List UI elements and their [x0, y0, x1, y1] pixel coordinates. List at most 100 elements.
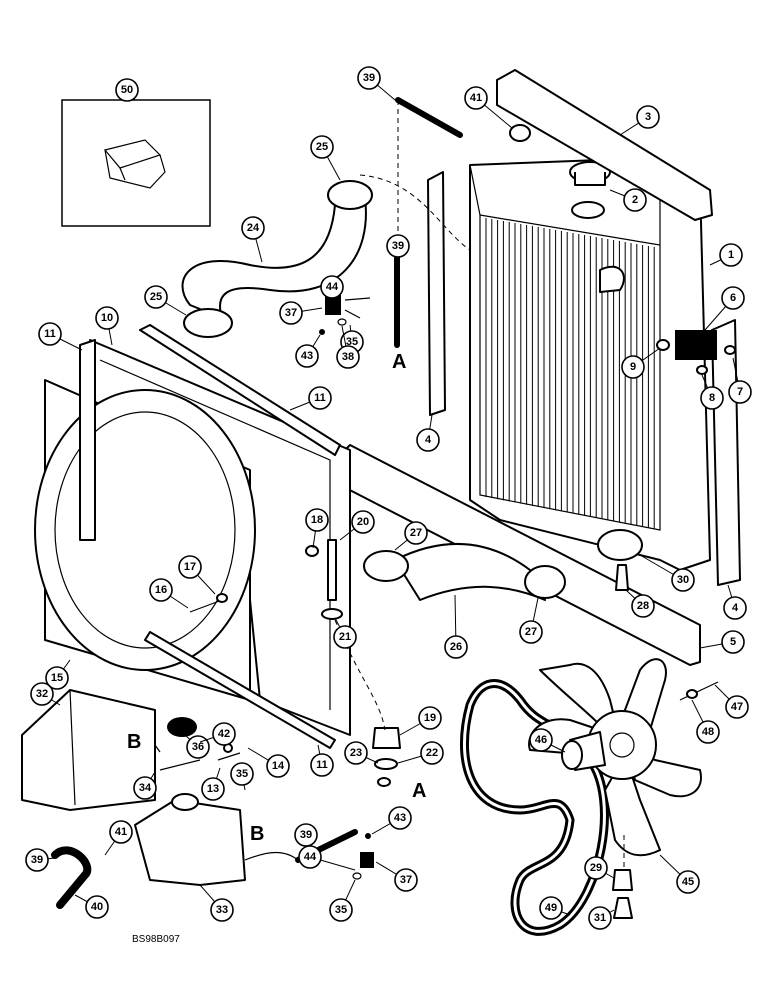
svg-text:46: 46	[535, 734, 547, 746]
callout-27: 27	[519, 620, 543, 644]
callout-28: 28	[631, 594, 655, 618]
callout-36: 36	[186, 735, 210, 759]
callout-3: 3	[636, 105, 660, 129]
callout-44: 44	[320, 275, 344, 299]
callout-46: 46	[529, 728, 553, 752]
callout-41: 41	[464, 86, 488, 110]
svg-text:43: 43	[394, 812, 406, 824]
ref-letter-a-upper: A	[392, 351, 406, 373]
svg-text:48: 48	[702, 726, 714, 738]
svg-text:25: 25	[150, 291, 162, 303]
strip-left	[79, 339, 96, 541]
clip-assembly-lower	[352, 833, 374, 880]
callout-42: 42	[212, 722, 236, 746]
svg-text:15: 15	[51, 672, 63, 684]
svg-text:17: 17	[184, 561, 196, 573]
callout-11: 11	[310, 753, 334, 777]
svg-text:25: 25	[316, 141, 328, 153]
callout-27: 27	[404, 521, 428, 545]
svg-text:35: 35	[346, 336, 358, 348]
callout-45: 45	[676, 870, 700, 894]
callout-17: 17	[178, 555, 202, 579]
callout-9: 9	[621, 355, 645, 379]
svg-text:31: 31	[594, 912, 606, 924]
lower-hose-clamp-left	[363, 550, 409, 582]
fitting-31	[613, 897, 633, 919]
svg-text:32: 32	[36, 688, 48, 700]
svg-text:10: 10	[101, 312, 113, 324]
callout-50: 50	[115, 78, 139, 102]
fitting-29	[612, 869, 633, 891]
svg-text:4: 4	[732, 602, 739, 614]
svg-text:44: 44	[326, 281, 339, 293]
callout-30: 30	[671, 568, 695, 592]
callout-4: 4	[416, 428, 440, 452]
washer-22	[374, 758, 398, 770]
svg-text:43: 43	[301, 350, 313, 362]
callout-37: 37	[279, 301, 303, 325]
callout-19: 19	[418, 706, 442, 730]
svg-text:30: 30	[677, 574, 689, 586]
callout-24: 24	[241, 216, 265, 240]
svg-text:28: 28	[637, 600, 649, 612]
callout-5: 5	[721, 630, 745, 654]
callout-25: 25	[144, 285, 168, 309]
lower-outlet	[597, 529, 643, 561]
svg-text:50: 50	[121, 84, 133, 96]
callout-6: 6	[721, 286, 745, 310]
callout-39: 39	[357, 66, 381, 90]
svg-text:42: 42	[218, 728, 230, 740]
svg-text:16: 16	[155, 584, 167, 596]
radiator-cap	[569, 161, 611, 219]
pad	[675, 330, 717, 360]
bolt-20	[327, 539, 337, 601]
callout-35: 35	[230, 762, 254, 786]
svg-text:39: 39	[392, 240, 404, 252]
svg-text:11: 11	[314, 392, 326, 404]
svg-text:9: 9	[630, 361, 636, 373]
svg-text:27: 27	[410, 527, 422, 539]
svg-text:39: 39	[300, 829, 312, 841]
callout-38: 38	[336, 345, 360, 369]
callout-31: 31	[588, 906, 612, 930]
strip-top	[139, 324, 341, 456]
drain-valve	[615, 564, 629, 591]
svg-text:29: 29	[590, 862, 602, 874]
washer-23	[377, 777, 391, 787]
svg-text:1: 1	[728, 249, 734, 261]
svg-text:4: 4	[425, 434, 432, 446]
ref-letter-b-left: B	[127, 731, 141, 753]
callout-13: 13	[201, 777, 225, 801]
svg-text:39: 39	[363, 72, 375, 84]
callout-41: 41	[109, 820, 133, 844]
inset-box	[61, 99, 211, 227]
callout-40: 40	[85, 895, 109, 919]
svg-text:19: 19	[424, 712, 436, 724]
callout-35: 35	[329, 898, 353, 922]
svg-text:13: 13	[207, 783, 219, 795]
callout-11: 11	[38, 322, 62, 346]
svg-text:20: 20	[357, 516, 369, 528]
ref-letter-b-right: B	[250, 823, 264, 845]
callout-layer: 1234456789101111111314151617181920212223…	[25, 66, 752, 930]
svg-text:21: 21	[339, 631, 351, 643]
svg-text:34: 34	[139, 782, 152, 794]
svg-text:37: 37	[285, 307, 297, 319]
svg-text:44: 44	[304, 851, 317, 863]
svg-text:8: 8	[709, 392, 715, 404]
svg-text:47: 47	[731, 701, 743, 713]
callout-34: 34	[133, 776, 157, 800]
callout-23: 23	[344, 741, 368, 765]
svg-text:26: 26	[450, 641, 462, 653]
svg-text:11: 11	[316, 759, 328, 771]
callout-2: 2	[623, 188, 647, 212]
svg-text:7: 7	[737, 386, 743, 398]
callout-22: 22	[420, 741, 444, 765]
upper-outlet	[599, 265, 625, 293]
ref-letter-a-lower: A	[412, 780, 426, 802]
svg-text:37: 37	[400, 874, 412, 886]
strip-bottom	[144, 631, 336, 749]
svg-text:18: 18	[311, 514, 323, 526]
svg-text:5: 5	[730, 636, 736, 648]
callout-39: 39	[386, 234, 410, 258]
